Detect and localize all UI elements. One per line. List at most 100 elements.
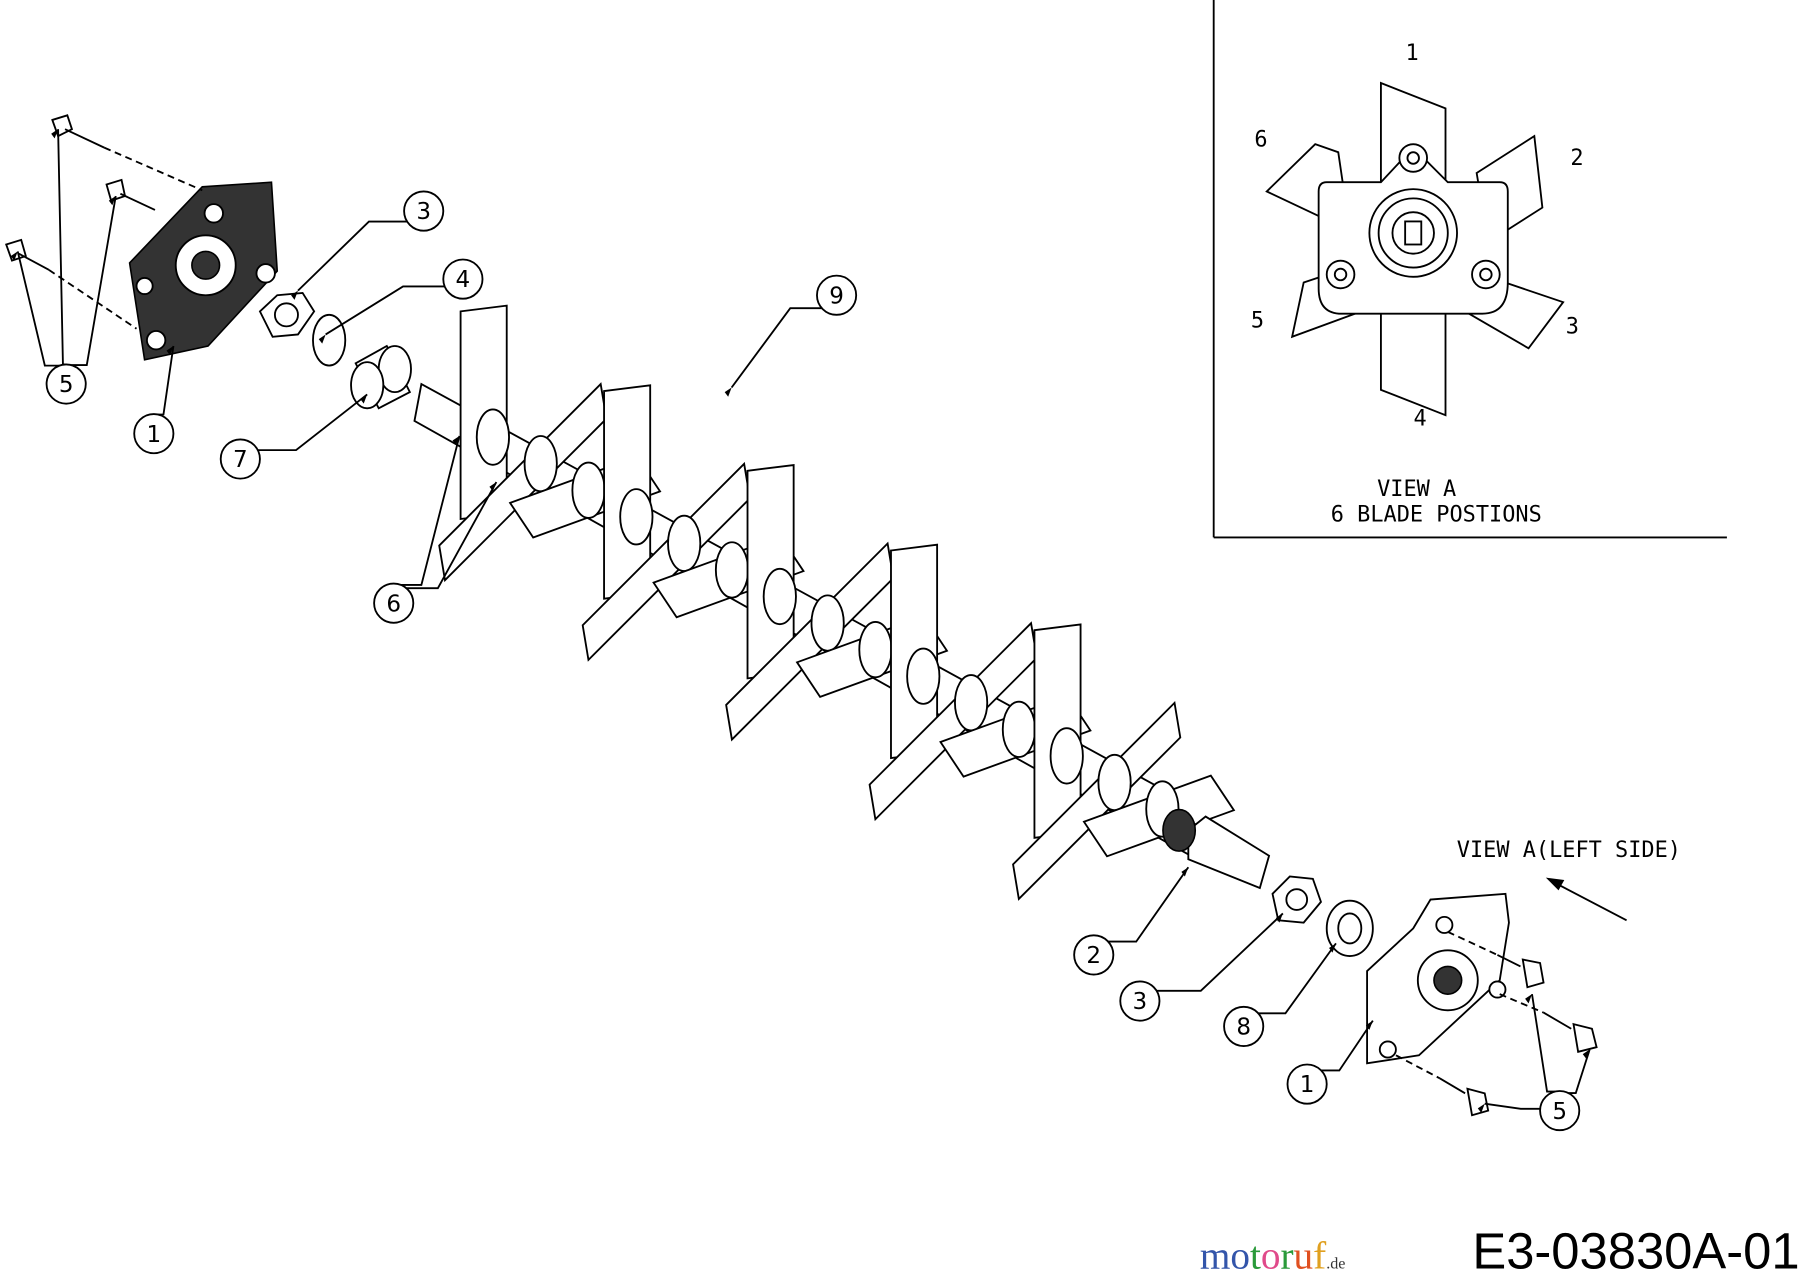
callout-number: 3 (1133, 989, 1148, 1015)
callout-circle (373, 582, 415, 624)
tine-rotor-assembly (413, 304, 1236, 901)
callout-1: 1 (1286, 1020, 1374, 1105)
leader-arrowhead (1582, 1049, 1590, 1059)
bolt (1543, 1011, 1598, 1053)
blade-hub (858, 621, 893, 679)
bolt (5, 238, 50, 271)
watermark-letter: o (1261, 1235, 1281, 1278)
callout-circle (133, 413, 175, 455)
blade-hub (1097, 753, 1132, 812)
inset-subtitle: 6 BLADE POSTIONS (1331, 502, 1542, 527)
inset-bolt-hole (1333, 267, 1348, 282)
leader-arrowhead (1329, 943, 1336, 953)
callout-5: 5 (1477, 993, 1591, 1132)
view-a-inset: 1 2 3 4 5 6 VIEW A 6 BLADE POSTIONS (1212, 0, 1727, 539)
callout-2: 2 (1073, 866, 1190, 976)
watermark-letter: f (1313, 1235, 1327, 1278)
callout-7: 7 (219, 393, 368, 480)
view-a-left-side-label: VIEW A(LEFT SIDE) (1457, 838, 1681, 863)
callout-number: 6 (386, 591, 401, 617)
watermark-letter: u (1294, 1235, 1314, 1278)
callout-number: 9 (829, 283, 844, 309)
drawing-code: E3-03830A-01 (1472, 1223, 1799, 1279)
leader-line (1156, 912, 1284, 992)
inset-bolt (1471, 259, 1501, 290)
bolt (105, 178, 156, 211)
leader-line (1321, 1020, 1374, 1072)
spacer-bushing (1325, 899, 1374, 958)
bolt (1439, 1077, 1490, 1117)
blade-hub (810, 594, 845, 652)
leader-line (16, 251, 60, 367)
bolt (51, 114, 105, 149)
callout-circle (442, 258, 484, 300)
callout-3: 3 (1119, 912, 1284, 1022)
callout-number: 1 (1300, 1072, 1315, 1098)
leader-line (71, 195, 117, 367)
leader-line (406, 481, 498, 590)
plate-hole (145, 330, 167, 351)
right-bearing-bore (1433, 965, 1463, 995)
leader-arrowhead (1275, 913, 1283, 923)
blade-hub (667, 514, 702, 572)
blade-hub (1049, 727, 1084, 785)
position-label-1: 1 (1405, 41, 1418, 66)
leader-line (1568, 1049, 1591, 1094)
position-label-2: 2 (1570, 146, 1583, 171)
leader-line (57, 129, 66, 366)
leader-line (325, 285, 445, 336)
leader-arrowhead (360, 394, 368, 404)
shaft-end (1187, 815, 1271, 890)
leader-arrowhead (489, 482, 497, 492)
inset-bolt-hole (1406, 151, 1420, 165)
hex-nut-bore (273, 302, 299, 328)
leader-arrowhead (724, 387, 732, 397)
leader-arrowhead (1477, 1103, 1485, 1113)
callout-circle (1119, 980, 1161, 1022)
leader-line (730, 307, 822, 389)
callout-1: 1 (133, 345, 175, 455)
blade-hub (762, 567, 797, 626)
left-end-parts (5, 114, 412, 410)
plate-hole (1435, 915, 1454, 934)
assembly-line (103, 146, 203, 192)
leader-arrowhead (1365, 1020, 1373, 1030)
hex-nut-bore (1285, 888, 1309, 911)
blade-hub (714, 541, 750, 599)
blade-hub (906, 647, 941, 705)
callout-5: 5 (10, 129, 117, 405)
watermark-letter: o (1230, 1235, 1250, 1278)
blade-hub (954, 674, 989, 732)
inset-title: VIEW A (1377, 477, 1456, 502)
callout-number: 7 (233, 447, 248, 473)
bushing-end (350, 361, 385, 410)
callout-number: 5 (1552, 1099, 1567, 1125)
blade-hub (571, 461, 606, 519)
leader-line (1484, 1102, 1541, 1110)
callout-number: 4 (456, 267, 471, 293)
callout-circle (816, 274, 858, 316)
leader-arrowhead (51, 129, 59, 139)
position-label-4: 4 (1414, 407, 1427, 432)
right-end-parts (1162, 808, 1598, 1117)
watermark-letter: t (1250, 1235, 1261, 1278)
leader-line (257, 393, 368, 452)
leader-arrowhead (452, 435, 460, 446)
inset-bearing-ring (1377, 197, 1449, 269)
leader-arrowhead (291, 290, 298, 300)
leader-arrowhead (1181, 867, 1189, 877)
plate-hole (203, 203, 224, 224)
callout-number: 2 (1086, 943, 1101, 969)
blade-hub (475, 408, 510, 466)
leader-line (1258, 942, 1337, 1015)
callout-6: 6 (373, 435, 498, 624)
assembly-line (1447, 931, 1498, 956)
callout-number: 1 (146, 422, 161, 448)
watermark-letter: m (1200, 1235, 1231, 1278)
callout-number: 5 (59, 372, 74, 398)
plate-hole (135, 277, 154, 296)
callout-3: 3 (291, 190, 445, 300)
inset-bolt (1325, 259, 1356, 290)
callout-circle (219, 438, 261, 480)
